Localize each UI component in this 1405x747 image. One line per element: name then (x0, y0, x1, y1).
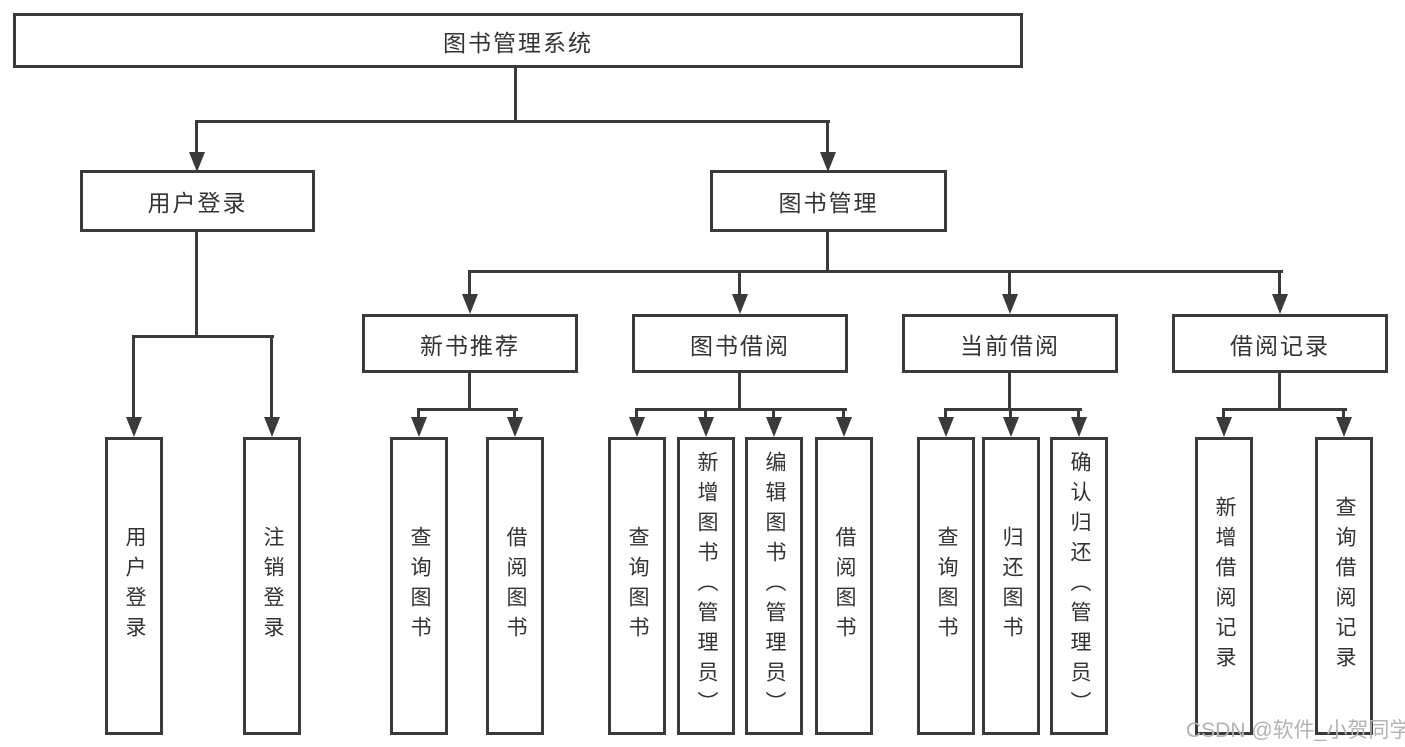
connector-line (704, 408, 707, 421)
arrow-icon (698, 417, 714, 437)
arrow-icon (1336, 417, 1352, 437)
connector-line (635, 408, 847, 411)
leaf-add-book-admin: 新增图书（管理员） (677, 437, 735, 735)
connector-line (132, 335, 135, 421)
connector-line (195, 120, 830, 123)
leaf-edit-book-admin: 编辑图书（管理员） (745, 437, 803, 735)
arrow-icon (1003, 417, 1019, 437)
csdn-watermark: CSDN @软件_小贺同学 (1186, 719, 1405, 742)
arrow-icon (126, 417, 142, 437)
leaf-query-book-1: 查询图书 (390, 437, 448, 735)
leaf-query-book-2: 查询图书 (608, 437, 666, 735)
connector-line (270, 335, 273, 421)
arrow-icon (264, 417, 280, 437)
connector-line (826, 120, 829, 156)
connector-line (514, 68, 517, 123)
leaf-add-borrow-record: 新增借阅记录 (1195, 437, 1253, 735)
leaf-query-book-3: 查询图书 (917, 437, 975, 735)
connector-line (1077, 408, 1080, 421)
connector-line (195, 232, 198, 338)
connector-line (826, 232, 829, 273)
connector-line (1009, 408, 1012, 421)
arrow-icon (938, 417, 954, 437)
connector-line (1008, 270, 1011, 298)
node-new-book-recommend: 新书推荐 (362, 314, 578, 373)
node-book-mgmt: 图书管理 (710, 170, 947, 232)
arrow-icon (189, 152, 205, 172)
node-book-borrow: 图书借阅 (632, 314, 848, 373)
connector-line (1342, 408, 1345, 421)
node-current-borrow: 当前借阅 (902, 314, 1118, 373)
connector-line (1278, 373, 1281, 411)
leaf-borrow-book-2: 借阅图书 (815, 437, 873, 735)
arrow-icon (629, 417, 645, 437)
connector-line (944, 408, 1082, 411)
connector-line (1008, 373, 1011, 411)
connector-line (1222, 408, 1347, 411)
arrow-icon (507, 417, 523, 437)
node-borrow-record: 借阅记录 (1172, 314, 1388, 373)
arrow-icon (1002, 294, 1018, 314)
connector-line (468, 373, 471, 411)
connector-line (1222, 408, 1225, 421)
arrow-icon (1272, 294, 1288, 314)
connector-line (468, 270, 1283, 273)
arrow-icon (1071, 417, 1087, 437)
node-user-login: 用户登录 (80, 170, 315, 232)
connector-line (738, 270, 741, 298)
connector-line (635, 408, 638, 421)
connector-line (842, 408, 845, 421)
connector-line (513, 408, 516, 421)
arrow-icon (1216, 417, 1232, 437)
connector-line (132, 335, 274, 338)
leaf-query-borrow-record: 查询借阅记录 (1315, 437, 1373, 735)
arrow-icon (411, 417, 427, 437)
leaf-borrow-book-1: 借阅图书 (486, 437, 544, 735)
leaf-logout-login: 注销登录 (243, 437, 301, 735)
leaf-confirm-return-admin: 确认归还（管理员） (1050, 437, 1108, 735)
arrow-icon (766, 417, 782, 437)
connector-line (195, 120, 198, 156)
leaf-return-book: 归还图书 (982, 437, 1040, 735)
arrow-icon (462, 294, 478, 314)
leaf-user-login: 用户登录 (105, 437, 163, 735)
arrow-icon (820, 152, 836, 172)
connector-line (468, 270, 471, 298)
connector-line (772, 408, 775, 421)
connector-line (417, 408, 518, 411)
connector-line (944, 408, 947, 421)
connector-line (1278, 270, 1281, 298)
arrow-icon (836, 417, 852, 437)
arrow-icon (732, 294, 748, 314)
root-node: 图书管理系统 (13, 13, 1023, 68)
connector-line (417, 408, 420, 421)
connector-line (738, 373, 741, 411)
